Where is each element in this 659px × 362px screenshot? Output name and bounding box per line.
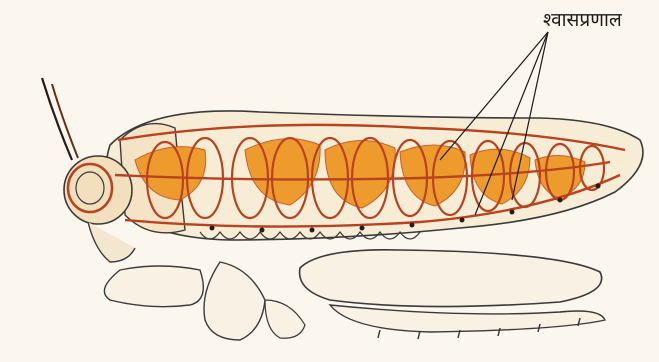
antenna-1 [42,78,72,160]
mid-leg [204,262,265,340]
hind-leg-tibia [330,305,605,332]
trachea-label: श्वासप्रणाल [543,6,622,32]
fore-leg [104,266,203,307]
hind-leg-femur [300,250,602,307]
mouthparts [88,222,135,262]
mid-leg-tarsus [265,300,305,338]
